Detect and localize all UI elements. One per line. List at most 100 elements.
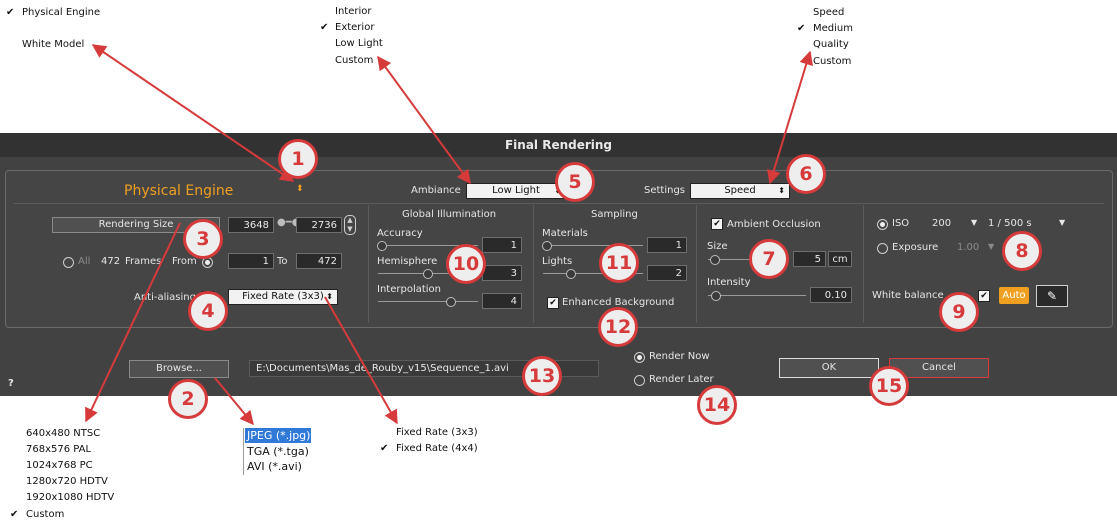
cancel-button[interactable]: Cancel <box>889 358 989 378</box>
iso-value[interactable]: 200 <box>932 218 952 229</box>
callout-badge: 10 <box>446 244 486 284</box>
accuracy-label: Accuracy <box>377 228 423 239</box>
size-menu-item-custom[interactable]: Custom <box>26 509 65 520</box>
link-icon[interactable]: ●━● <box>277 217 301 228</box>
size-slider-track[interactable] <box>708 259 788 260</box>
callout-badge: 11 <box>599 243 639 283</box>
render-now-radio[interactable] <box>634 352 645 363</box>
intensity-slider-track[interactable] <box>708 295 806 296</box>
enhanced-background-checkbox[interactable]: ✔ <box>547 297 559 309</box>
all-label: All <box>78 256 91 267</box>
materials-slider-track[interactable] <box>543 245 643 246</box>
settings-menu-item-custom[interactable]: Custom <box>813 56 852 67</box>
ambiance-menu-item-custom[interactable]: Custom <box>335 55 374 66</box>
hemisphere-slider-thumb[interactable] <box>423 269 433 279</box>
intensity-slider-thumb[interactable] <box>711 291 721 301</box>
lights-field[interactable]: 2 <box>647 265 687 281</box>
ambiance-menu-item-low-light[interactable]: Low Light <box>335 38 383 49</box>
height-field[interactable]: 2736 <box>296 217 342 233</box>
width-field[interactable]: 3648 <box>228 217 274 233</box>
size-field[interactable]: 5 <box>793 251 826 267</box>
to-label: To <box>277 256 288 267</box>
lights-slider-thumb[interactable] <box>566 269 576 279</box>
size-stepper-icon[interactable]: ▲▼ <box>344 215 356 235</box>
from-field[interactable]: 1 <box>228 253 274 269</box>
divider <box>14 203 1104 204</box>
frames-label: Frames <box>125 256 162 267</box>
white-balance-checkbox[interactable]: ✔ <box>978 290 990 302</box>
engine-menu-item-white-model[interactable]: White Model <box>22 39 85 50</box>
ambiance-combo[interactable]: Low Light ⬍ <box>466 183 566 199</box>
ambiance-menu-item-interior[interactable]: Interior <box>335 6 372 17</box>
size-menu-item-pal[interactable]: 768x576 PAL <box>26 444 92 455</box>
lights-label: Lights <box>542 256 573 267</box>
white-balance-label: White balance <box>872 290 944 301</box>
arrow-to-settings-menu <box>766 50 814 185</box>
hemisphere-label: Hemisphere <box>377 256 438 267</box>
callout-badge: 5 <box>555 162 595 202</box>
antialiasing-value: Fixed Rate (3x3) <box>242 291 324 302</box>
size-unit[interactable]: cm <box>828 251 852 267</box>
ambient-occlusion-checkbox[interactable]: ✔ <box>711 218 723 230</box>
browse-label: Browse... <box>156 363 202 374</box>
exposure-dropdown-icon[interactable]: ▼ <box>988 242 995 251</box>
materials-field[interactable]: 1 <box>647 237 687 253</box>
size-menu-item-pc[interactable]: 1024x768 PC <box>26 460 93 471</box>
ambiance-value: Low Light <box>492 185 540 196</box>
exposure-value[interactable]: 1.00 <box>957 242 980 253</box>
antialias-menu-item-4x4[interactable]: Fixed Rate (4x4) <box>396 443 478 454</box>
format-item-avi[interactable]: AVI (*.avi) <box>247 460 302 473</box>
engine-updown-icon[interactable]: ⬍ <box>296 184 304 194</box>
render-later-label: Render Later <box>649 374 714 385</box>
rendering-size-label: Rendering Size <box>98 219 174 230</box>
to-field[interactable]: 472 <box>296 253 342 269</box>
exposure-label: Exposure <box>892 242 939 253</box>
engine-menu-item-physical[interactable]: Physical Engine <box>22 7 101 18</box>
interpolation-slider-track[interactable] <box>378 301 478 302</box>
antialiasing-combo[interactable]: Fixed Rate (3x3) ⬍ <box>228 289 338 305</box>
format-item-tga[interactable]: TGA (*.tga) <box>247 445 309 458</box>
antialias-menu-item-3x3[interactable]: Fixed Rate (3x3) <box>396 427 478 438</box>
callout-badge: 13 <box>522 356 562 396</box>
size-slider-thumb[interactable] <box>710 255 720 265</box>
auto-button[interactable]: Auto <box>999 287 1029 304</box>
ambiance-menu-item-exterior[interactable]: Exterior <box>335 22 375 33</box>
callout-badge: 2 <box>168 379 208 419</box>
lights-slider-track[interactable] <box>543 273 643 274</box>
exposure-radio[interactable] <box>877 243 888 254</box>
settings-menu-item-quality[interactable]: Quality <box>813 39 849 50</box>
shutter-dropdown-icon[interactable]: ▼ <box>1059 218 1066 227</box>
shutter-value[interactable]: 1 / 500 s <box>988 218 1032 229</box>
callout-badge: 3 <box>183 219 223 259</box>
callout-badge: 15 <box>869 366 909 406</box>
size-menu-item-hdtv1080[interactable]: 1920x1080 HDTV <box>26 492 115 503</box>
format-item-jpeg[interactable]: JPEG (*.jpg) <box>247 429 311 442</box>
size-menu-item-hdtv720[interactable]: 1280x720 HDTV <box>26 476 108 487</box>
size-menu-item-ntsc[interactable]: 640x480 NTSC <box>26 428 101 439</box>
engine-selector[interactable]: Physical Engine <box>124 183 234 199</box>
render-later-radio[interactable] <box>634 375 645 386</box>
settings-combo[interactable]: Speed ⬍ <box>690 183 790 199</box>
output-path-field[interactable]: E:\Documents\Mas_de_Rouby_v15\Sequence_1… <box>249 360 599 377</box>
help-icon[interactable]: ? <box>8 378 14 389</box>
callout-badge: 4 <box>188 291 228 331</box>
interpolation-field[interactable]: 4 <box>482 293 522 309</box>
iso-radio[interactable] <box>877 219 888 230</box>
materials-slider-thumb[interactable] <box>542 241 552 251</box>
eyedropper-icon[interactable]: ✎ <box>1036 285 1068 307</box>
accuracy-slider-track[interactable] <box>378 245 478 246</box>
ok-label: OK <box>821 362 837 373</box>
iso-dropdown-icon[interactable]: ▼ <box>971 218 978 227</box>
intensity-field[interactable]: 0.10 <box>810 287 852 303</box>
accuracy-slider-thumb[interactable] <box>377 241 387 251</box>
settings-menu-item-medium[interactable]: Medium <box>813 23 853 34</box>
gi-title: Global Illumination <box>402 209 497 220</box>
accuracy-field[interactable]: 1 <box>482 237 522 253</box>
interpolation-slider-thumb[interactable] <box>446 297 456 307</box>
antialiasing-label: Anti-aliasing <box>134 292 196 303</box>
ok-button[interactable]: OK <box>779 358 879 378</box>
browse-button[interactable]: Browse... <box>129 360 229 378</box>
settings-menu-item-speed[interactable]: Speed <box>813 7 845 18</box>
all-frames-radio[interactable] <box>63 257 74 268</box>
